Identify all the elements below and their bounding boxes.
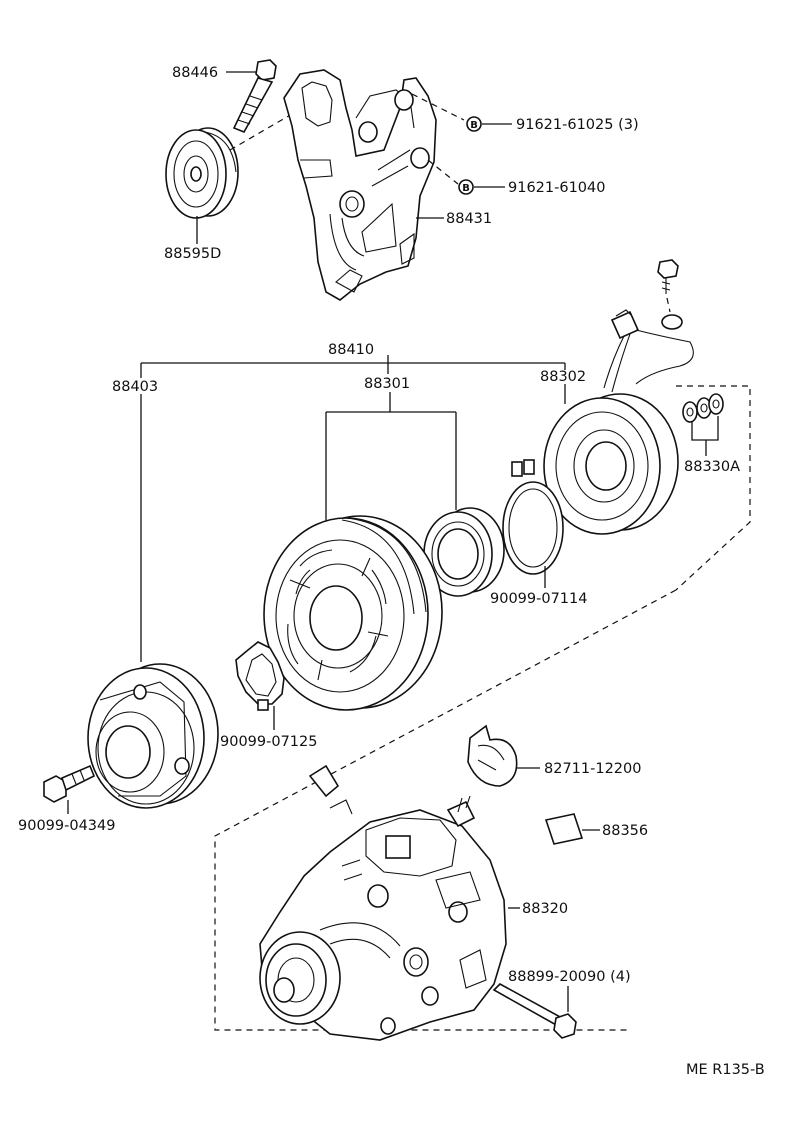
marker-b1-letter: B bbox=[470, 120, 478, 131]
group-bracket-88410 bbox=[140, 355, 566, 378]
label-88410: 88410 bbox=[328, 342, 374, 358]
bolt-marker-b2: B bbox=[458, 179, 474, 195]
label-88403: 88403 bbox=[112, 379, 158, 395]
label-88302: 88302 bbox=[540, 369, 586, 385]
bolt-marker-b1: B bbox=[466, 116, 482, 132]
marker-b2-letter: B bbox=[462, 183, 470, 194]
hub-88403 bbox=[87, 663, 219, 809]
label-82711-12200: 82711-12200 bbox=[544, 761, 642, 777]
label-88330a: 88330A bbox=[684, 459, 740, 475]
bolt-88899-20090 bbox=[492, 983, 577, 1039]
label-88356: 88356 bbox=[602, 823, 648, 839]
label-88431: 88431 bbox=[446, 211, 492, 227]
label-90099-04349: 90099-04349 bbox=[18, 818, 116, 834]
snap-ring-90099-07125 bbox=[235, 641, 285, 711]
pulley-88301 bbox=[263, 515, 443, 711]
label-88301: 88301 bbox=[364, 376, 410, 392]
field-coil-88302 bbox=[543, 393, 679, 535]
label-88899-20090: 88899-20090 (4) bbox=[508, 969, 631, 985]
label-90099-07114: 90099-07114 bbox=[490, 591, 588, 607]
pulley-88595d bbox=[165, 127, 239, 219]
shims-88330a bbox=[682, 393, 724, 423]
clamp-82711-12200 bbox=[467, 724, 518, 787]
ground-screw bbox=[657, 259, 679, 294]
label-91621-61040: 91621-61040 bbox=[508, 180, 606, 196]
label-88446: 88446 bbox=[172, 65, 218, 81]
label-91621-61025: 91621-61025 (3) bbox=[516, 117, 639, 133]
label-plate-88356 bbox=[544, 813, 584, 845]
bearing-88301 bbox=[423, 507, 505, 597]
group-bracket-88301 bbox=[325, 392, 457, 528]
bolt-88446 bbox=[232, 59, 277, 134]
bolt-90099-04349 bbox=[43, 764, 96, 803]
snap-ring-90099-07114 bbox=[502, 459, 564, 575]
label-90099-07125: 90099-07125 bbox=[220, 734, 318, 750]
diagram-code: ME R135-B bbox=[686, 1062, 765, 1078]
compressor-88320 bbox=[259, 764, 507, 1041]
label-88320: 88320 bbox=[522, 901, 568, 917]
bracket-88431 bbox=[283, 69, 437, 301]
coil-wire-connector bbox=[603, 309, 694, 393]
label-88595d: 88595D bbox=[164, 246, 221, 262]
